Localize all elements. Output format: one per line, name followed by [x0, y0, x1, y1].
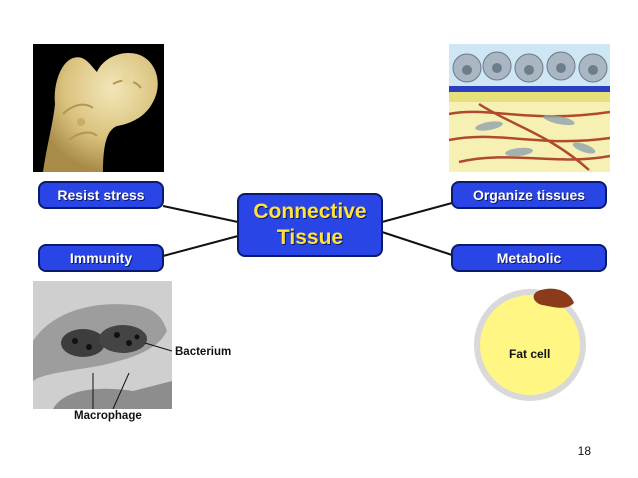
bacterium-label: Bacterium	[175, 346, 232, 358]
connective-tissue-node: Connective Tissue	[237, 193, 383, 257]
immunity-node: Immunity	[38, 244, 164, 272]
organize-tissues-node: Organize tissues	[451, 181, 607, 209]
macrophage-micrograph-image	[33, 281, 172, 409]
macrophage-label: Macrophage	[74, 410, 142, 422]
tissue-layers-image	[449, 44, 610, 172]
page-number: 18	[577, 444, 591, 458]
resist-stress-node: Resist stress	[38, 181, 164, 209]
fat-cell-image	[474, 288, 586, 401]
center-line-2: Tissue	[276, 226, 344, 249]
metabolic-node: Metabolic	[451, 244, 607, 272]
center-line-1: Connective	[253, 200, 367, 223]
fat-cell-label: Fat cell	[509, 347, 551, 361]
femur-bone-image	[33, 44, 164, 172]
